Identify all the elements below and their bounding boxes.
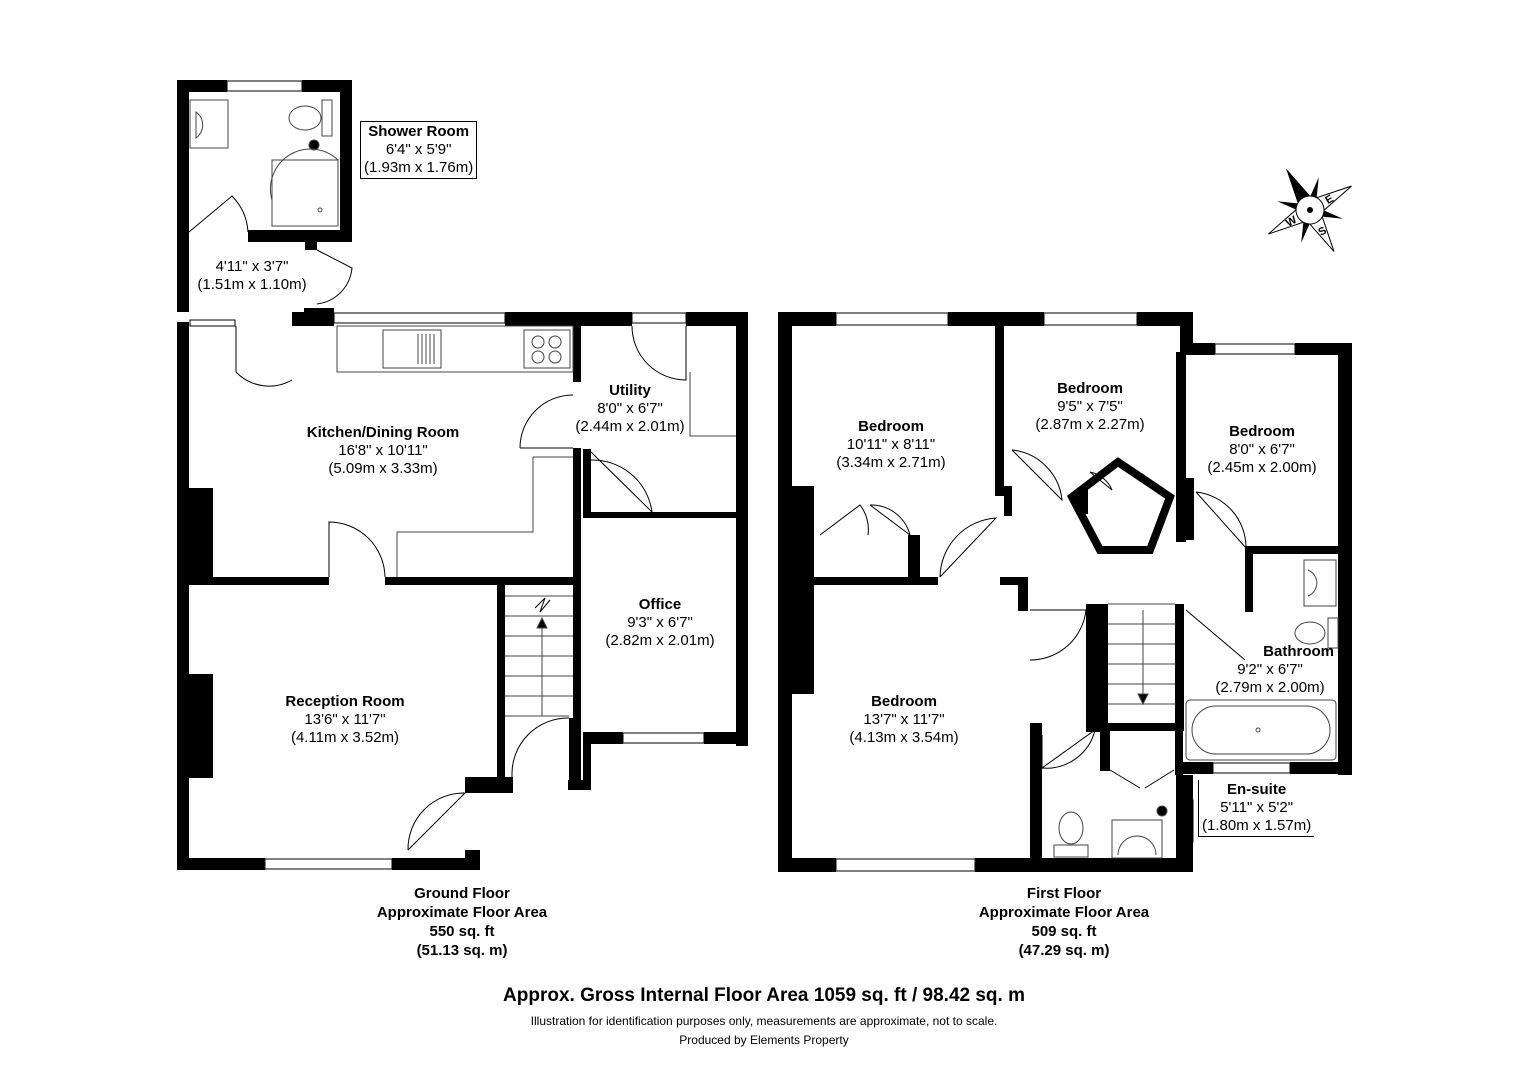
room-name: Reception Room bbox=[285, 693, 405, 710]
room-size-imperial: 10'11" x 8'11" bbox=[846, 436, 936, 453]
first-floor-walls bbox=[778, 312, 1352, 872]
room-label-utility: Utility 8'0" x 6'7" (2.44m x 2.01m) bbox=[570, 382, 690, 436]
first-floor-windows bbox=[835, 312, 1296, 872]
room-label-bedroom-main: Bedroom 13'7" x 11'7" (4.13m x 3.54m) bbox=[836, 693, 972, 747]
ground-floor-windows bbox=[189, 80, 705, 870]
producer-credit: Produced by Elements Property bbox=[679, 1033, 849, 1047]
room-name: Bedroom bbox=[1229, 423, 1295, 440]
floor-area-sqft: 550 sq. ft bbox=[429, 923, 495, 940]
room-size-metric: (3.34m x 2.71m) bbox=[836, 454, 946, 471]
room-size-imperial: 9'2" x 6'7" bbox=[1237, 661, 1303, 678]
room-size-metric: (5.09m x 3.33m) bbox=[328, 460, 438, 477]
floor-area-caption: Approximate Floor Area bbox=[978, 904, 1150, 921]
room-label-bedroom-3: Bedroom 8'0" x 6'7" (2.45m x 2.00m) bbox=[1198, 423, 1326, 477]
room-name: Shower Room bbox=[368, 123, 470, 140]
room-size-imperial: 9'3" x 6'7" bbox=[627, 614, 693, 631]
room-name: En-suite bbox=[1227, 781, 1287, 798]
room-size-imperial: 13'6" x 11'7" bbox=[304, 711, 386, 728]
floor-name: First Floor bbox=[1026, 885, 1102, 902]
room-label-reception: Reception Room 13'6" x 11'7" (4.11m x 3.… bbox=[270, 693, 420, 747]
room-size-metric: (1.93m x 1.76m) bbox=[364, 159, 474, 176]
room-label-office: Office 9'3" x 6'7" (2.82m x 2.01m) bbox=[600, 596, 720, 650]
ground-floor-fixtures bbox=[189, 99, 736, 717]
gross-floor-area: Approx. Gross Internal Floor Area 1059 s… bbox=[503, 985, 1025, 1006]
ground-floor-summary: Ground Floor Approximate Floor Area 550 … bbox=[362, 884, 562, 960]
room-size-metric: (2.44m x 2.01m) bbox=[575, 418, 685, 435]
floor-area-sqft: 509 sq. ft bbox=[1031, 923, 1097, 940]
room-size-metric: (2.79m x 2.00m) bbox=[1215, 679, 1325, 696]
room-size-metric: (4.11m x 3.52m) bbox=[290, 729, 400, 746]
floor-area-caption: Approximate Floor Area bbox=[376, 904, 548, 921]
floor-area-sqm: (47.29 sq. m) bbox=[1018, 942, 1110, 959]
room-size-imperial: 6'4" x 5'9" bbox=[385, 141, 452, 158]
room-label-lobby: 4'11" x 3'7" (1.51m x 1.10m) bbox=[192, 258, 312, 294]
room-size-imperial: 8'0" x 6'7" bbox=[597, 400, 663, 417]
room-name: Kitchen/Dining Room bbox=[306, 424, 460, 441]
first-floor-doors bbox=[819, 449, 1247, 789]
ground-floor-walls bbox=[177, 80, 748, 870]
disclaimer-text: Illustration for identification purposes… bbox=[530, 1014, 998, 1028]
room-label-bathroom: Bathroom 9'2" x 6'7" (2.79m x 2.00m) bbox=[1206, 643, 1334, 697]
room-size-metric: (1.80m x 1.57m) bbox=[1202, 817, 1312, 834]
room-name: Office bbox=[638, 596, 682, 613]
room-size-metric: (4.13m x 3.54m) bbox=[849, 729, 959, 746]
room-size-imperial: 4'11" x 3'7" bbox=[215, 258, 289, 275]
room-size-imperial: 13'7" x 11'7" bbox=[863, 711, 945, 728]
room-size-imperial: 8'0" x 6'7" bbox=[1229, 441, 1295, 458]
room-name: Bedroom bbox=[871, 693, 937, 710]
floor-name: Ground Floor bbox=[414, 885, 510, 902]
room-name: Bedroom bbox=[858, 418, 924, 435]
room-size-imperial: 9'5" x 7'5" bbox=[1057, 398, 1123, 415]
first-floor-summary: First Floor Approximate Floor Area 509 s… bbox=[964, 884, 1164, 960]
room-size-metric: (2.82m x 2.01m) bbox=[605, 632, 715, 649]
room-label-shower-room: Shower Room 6'4" x 5'9" (1.93m x 1.76m) bbox=[360, 121, 478, 179]
compass-rose-icon: N E S W bbox=[1268, 168, 1352, 252]
room-size-imperial: 16'8" x 10'11" bbox=[338, 442, 428, 459]
room-label-bedroom-1: Bedroom 10'11" x 8'11" (3.34m x 2.71m) bbox=[826, 418, 956, 472]
ground-floor-doors bbox=[188, 195, 687, 851]
room-name: Bedroom bbox=[1057, 380, 1123, 397]
room-name: Bathroom bbox=[1263, 643, 1334, 660]
room-name: Utility bbox=[609, 382, 651, 399]
room-size-imperial: 5'11" x 5'2" bbox=[1220, 799, 1294, 816]
room-label-ensuite: En-suite 5'11" x 5'2" (1.80m x 1.57m) bbox=[1198, 780, 1315, 837]
room-label-bedroom-2: Bedroom 9'5" x 7'5" (2.87m x 2.27m) bbox=[1025, 380, 1155, 434]
first-floor-fixtures bbox=[1053, 559, 1339, 859]
room-size-metric: (1.51m x 1.10m) bbox=[197, 276, 307, 293]
room-label-kitchen-dining: Kitchen/Dining Room 16'8" x 10'11" (5.09… bbox=[298, 424, 468, 478]
floor-area-sqm: (51.13 sq. m) bbox=[416, 942, 508, 959]
room-size-metric: (2.45m x 2.00m) bbox=[1207, 459, 1317, 476]
room-size-metric: (2.87m x 2.27m) bbox=[1035, 416, 1145, 433]
